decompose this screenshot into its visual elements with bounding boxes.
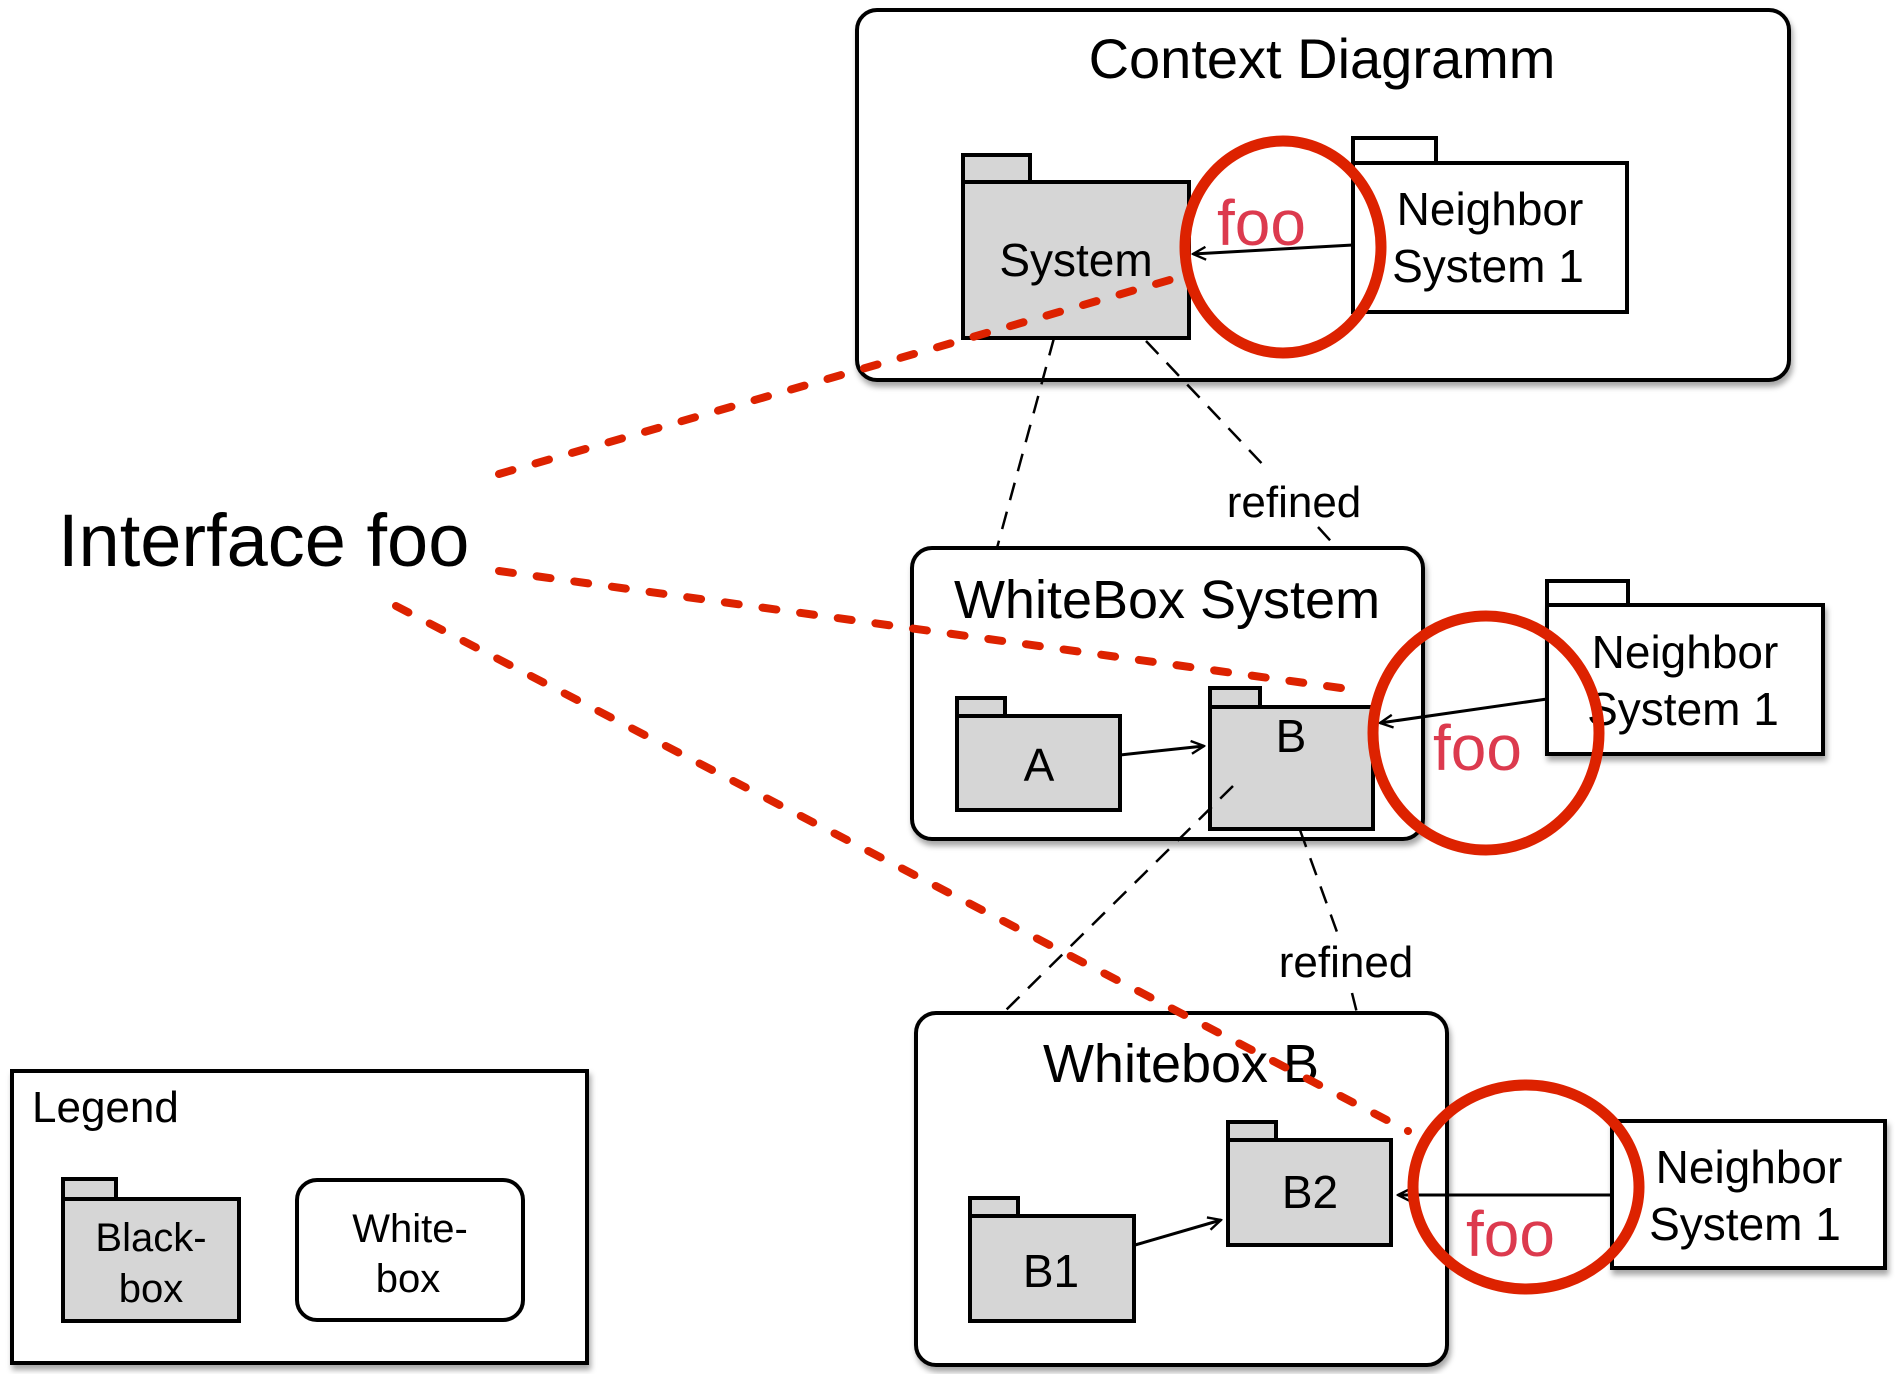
package-b2-tab — [1226, 1120, 1278, 1142]
package-neighbor-whitebox-tab — [1545, 579, 1630, 607]
package-neighbor-whitebox-label-2: System 1 — [1587, 683, 1779, 735]
leader-to-context-system — [495, 273, 1184, 478]
legend-whitebox-shape — [295, 1178, 525, 1322]
package-system[interactable]: System — [961, 153, 1191, 340]
package-neighbor-b-body — [1610, 1119, 1887, 1270]
package-b2-body — [1226, 1138, 1393, 1247]
association-neighbor-to-system — [1193, 243, 1354, 254]
package-b1-label: B1 — [1023, 1245, 1079, 1297]
refinement-system-to-whitebox-left — [995, 337, 1056, 549]
refined-label-2: refined — [1279, 938, 1414, 987]
package-system-label: System — [999, 234, 1152, 286]
legend-blackbox-tab — [61, 1177, 118, 1201]
package-b2-label: B2 — [1282, 1166, 1338, 1218]
refined-label-1: refined — [1227, 478, 1362, 527]
package-a-label: A — [1024, 739, 1055, 791]
legend-item-whitebox: White- box — [295, 1178, 525, 1322]
package-a-tab — [955, 696, 1007, 718]
package-system-body — [961, 180, 1191, 340]
package-neighbor-context[interactable]: Neighbor System 1 — [1351, 136, 1629, 314]
whitebox-system-title: WhiteBox System — [954, 570, 1380, 630]
leader-to-package-b2 — [392, 602, 1412, 1135]
package-neighbor-whitebox-body — [1545, 603, 1825, 756]
interface-ring-context — [1179, 135, 1387, 359]
package-neighbor-whitebox-label-1: Neighbor — [1592, 626, 1779, 678]
package-neighbor-context-label-2: System 1 — [1392, 240, 1584, 292]
association-a-to-b — [1119, 746, 1204, 757]
legend: Legend Black- box White- box — [10, 1069, 589, 1365]
interface-label-whitebox: foo — [1433, 712, 1522, 784]
package-neighbor-b[interactable]: Neighbor System 1 — [1610, 1119, 1887, 1270]
package-a[interactable]: A — [955, 696, 1122, 812]
legend-whitebox-label-1: White- — [352, 1207, 468, 1251]
legend-item-blackbox: Black- box — [61, 1177, 241, 1323]
interface-foo-callout: Interface foo — [58, 499, 469, 582]
package-neighbor-context-tab — [1351, 136, 1438, 165]
package-neighbor-b-label-2: System 1 — [1649, 1198, 1841, 1250]
association-neighbor-to-b — [1380, 697, 1548, 723]
legend-blackbox-body — [61, 1197, 241, 1323]
package-a-body — [955, 714, 1122, 812]
package-b2[interactable]: B2 — [1226, 1120, 1393, 1247]
package-b1-tab — [968, 1196, 1020, 1218]
package-b-tab — [1208, 686, 1262, 709]
interface-foo-whitebox-b[interactable]: foo — [1407, 1079, 1645, 1295]
interface-label-context: foo — [1217, 187, 1306, 259]
interface-foo-whitebox[interactable]: foo — [1367, 610, 1605, 856]
package-neighbor-context-label-1: Neighbor — [1397, 183, 1584, 235]
legend-blackbox-label-2: box — [119, 1267, 184, 1311]
package-b[interactable]: B — [1208, 686, 1375, 831]
package-neighbor-context-body — [1351, 161, 1629, 314]
refinement-system-to-whitebox-right-lower — [1317, 526, 1338, 549]
leader-to-package-b — [495, 567, 1345, 692]
package-neighbor-b-label-1: Neighbor — [1656, 1141, 1843, 1193]
package-system-tab — [961, 153, 1032, 184]
refinement-b-to-whiteboxb-right-lower — [1350, 992, 1359, 1014]
context-diagram-title: Context Diagramm — [1089, 27, 1556, 90]
package-b-label: B — [1276, 710, 1307, 762]
interface-label-whitebox-b: foo — [1466, 1198, 1555, 1270]
interface-ring-whitebox-b — [1407, 1079, 1645, 1295]
legend-blackbox-label-1: Black- — [95, 1216, 206, 1260]
refinement-b-to-whiteboxb-left — [1002, 785, 1234, 1014]
interface-foo-context[interactable]: foo — [1179, 135, 1387, 359]
legend-whitebox-label-2: box — [376, 1257, 441, 1301]
package-neighbor-whitebox[interactable]: Neighbor System 1 — [1545, 579, 1825, 756]
package-b1[interactable]: B1 — [968, 1196, 1136, 1323]
refinement-b-to-whiteboxb-right-upper — [1298, 829, 1339, 933]
interface-ring-whitebox — [1367, 610, 1605, 856]
package-b-body — [1208, 705, 1375, 831]
association-b1-to-b2 — [1134, 1220, 1221, 1247]
package-b1-body — [968, 1214, 1136, 1323]
legend-title: Legend — [32, 1083, 179, 1132]
